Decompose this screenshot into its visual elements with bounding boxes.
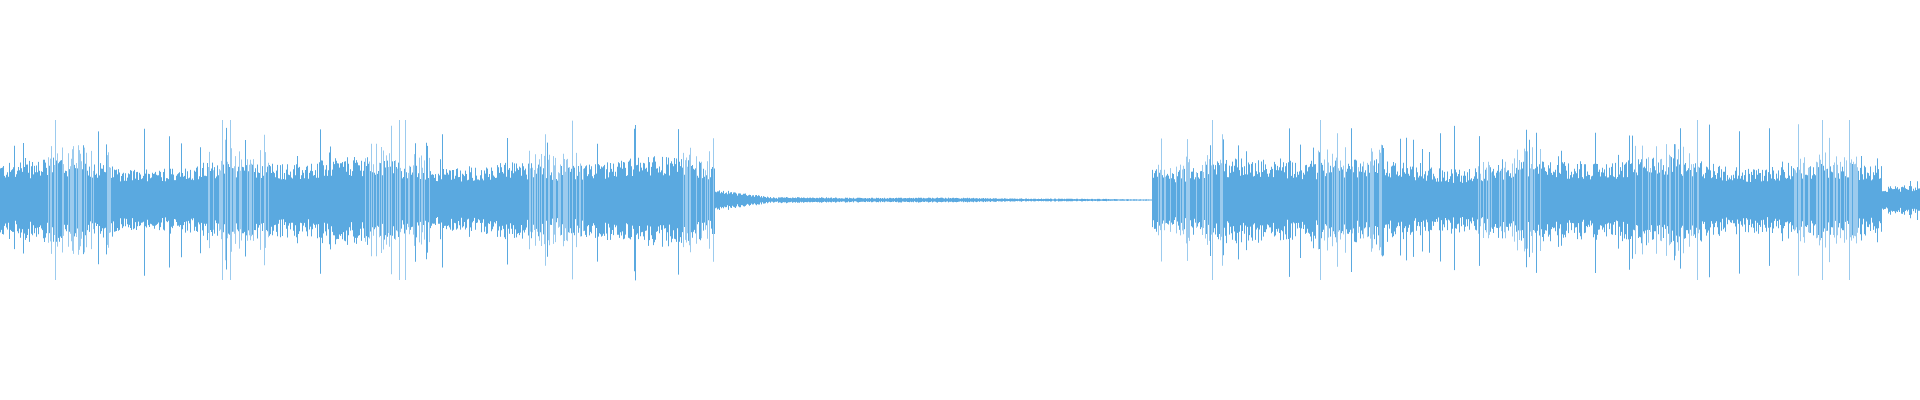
waveform-highlights: [48, 120, 1858, 280]
waveform-swell-path: [48, 120, 1858, 280]
waveform-amplitude-path: [0, 124, 1920, 281]
waveform-bars: [0, 124, 1920, 281]
